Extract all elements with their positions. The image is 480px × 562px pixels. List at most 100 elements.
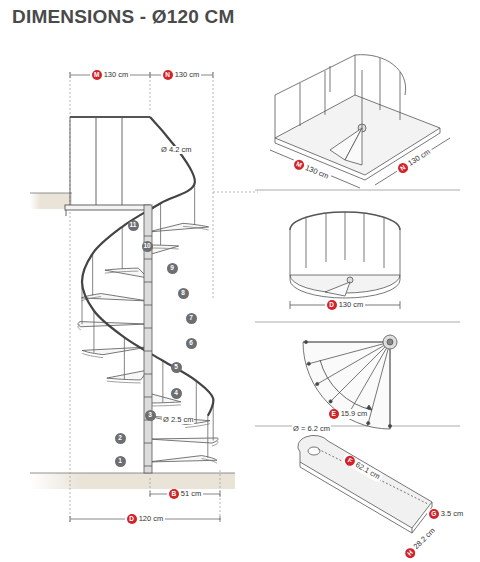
stair-tread bbox=[148, 416, 210, 424]
dimension-label: Ø 4.2 cm bbox=[160, 146, 192, 154]
callout-letter: B bbox=[169, 489, 179, 499]
dimension-text: 51 cm bbox=[181, 490, 201, 498]
stair-tread bbox=[148, 456, 217, 462]
baluster bbox=[207, 416, 208, 458]
step-number: 4 bbox=[171, 388, 182, 399]
dimension-text: 28.2 cm bbox=[412, 527, 436, 551]
step-number-text: 8 bbox=[181, 290, 185, 297]
dimension-label: Ø = 6.2 cm bbox=[292, 425, 331, 433]
guide-lines bbox=[70, 72, 258, 522]
dimension-lines bbox=[70, 72, 220, 522]
step-number: 6 bbox=[186, 338, 197, 349]
spiral-stair bbox=[78, 117, 218, 473]
pole-collar bbox=[144, 374, 152, 375]
tread-line bbox=[347, 342, 391, 417]
plan-view bbox=[303, 335, 397, 429]
step-number-text: 6 bbox=[189, 340, 193, 347]
step-number-text: 4 bbox=[174, 390, 178, 397]
dimension-text: 3.5 cm bbox=[441, 510, 464, 518]
callout-letter: D bbox=[327, 300, 337, 310]
baluster bbox=[122, 227, 123, 269]
step-number: 1 bbox=[115, 456, 126, 467]
floor-line bbox=[30, 473, 235, 474]
dimension-text: 130 cm bbox=[104, 71, 129, 79]
pole-collar bbox=[144, 443, 152, 444]
baluster-dot bbox=[329, 400, 332, 403]
pole-collar bbox=[144, 236, 152, 237]
baluster bbox=[162, 361, 163, 403]
stair-tread bbox=[81, 294, 148, 301]
pole-collar bbox=[144, 282, 152, 283]
pole-collar bbox=[144, 397, 152, 398]
tread-edge bbox=[185, 424, 210, 428]
callout-letter: N bbox=[163, 70, 173, 80]
baluster bbox=[160, 203, 161, 245]
baluster-dot bbox=[316, 382, 319, 385]
tread-edge bbox=[183, 226, 209, 230]
tread-edge bbox=[81, 297, 101, 301]
tread-line bbox=[328, 342, 390, 404]
pole-collar bbox=[144, 305, 152, 306]
step-number: 3 bbox=[145, 410, 156, 421]
pole-collar bbox=[144, 351, 152, 352]
pole-collar bbox=[144, 328, 152, 329]
baluster bbox=[124, 337, 125, 379]
step-number-text: 3 bbox=[148, 412, 152, 419]
baluster bbox=[196, 381, 197, 423]
step-number: 10 bbox=[142, 241, 153, 252]
dimension-callout: B51 cm bbox=[167, 489, 203, 499]
landing bbox=[65, 117, 150, 216]
callout-letter: D bbox=[127, 514, 137, 524]
dimension-callout: D120 cm bbox=[125, 514, 166, 524]
step-number: 5 bbox=[171, 362, 182, 373]
dimension-callout: M130 cm bbox=[290, 157, 331, 182]
tread-edge bbox=[202, 459, 217, 464]
tread-line bbox=[390, 342, 391, 429]
baluster-dot bbox=[304, 340, 307, 343]
step-number: 2 bbox=[115, 433, 126, 444]
step-number-text: 2 bbox=[118, 435, 122, 442]
step-number: 9 bbox=[167, 263, 178, 274]
tread-edge bbox=[212, 441, 218, 446]
dimension-callout: E15.9 cm bbox=[327, 409, 370, 419]
callout-letter: M bbox=[292, 158, 305, 171]
baluster-dot bbox=[307, 362, 310, 365]
tread-edge bbox=[105, 271, 138, 273]
tread-view bbox=[298, 435, 432, 533]
tread-edge bbox=[82, 353, 103, 357]
stair-tread bbox=[78, 322, 148, 327]
dimension-text: 130 cm bbox=[304, 164, 330, 181]
square-landing-view bbox=[270, 55, 450, 188]
tread-line bbox=[367, 342, 390, 426]
step-number-text: 9 bbox=[170, 265, 174, 272]
baluster bbox=[93, 311, 94, 353]
step-number: 8 bbox=[178, 288, 189, 299]
pole-collar bbox=[144, 466, 152, 467]
step-number-text: 10 bbox=[143, 243, 150, 250]
upper-floor-line bbox=[30, 193, 72, 194]
dimension-callout: D130 cm bbox=[325, 300, 366, 310]
step-number: 11 bbox=[128, 220, 139, 231]
tread-edge bbox=[107, 381, 141, 383]
stair-tread bbox=[82, 347, 148, 355]
callout-letter: E bbox=[329, 409, 339, 419]
round-landing-view bbox=[290, 212, 400, 309]
dimension-label: Ø 2.5 cm bbox=[162, 416, 194, 424]
baluster bbox=[194, 183, 195, 225]
tread-line bbox=[303, 342, 390, 343]
title: DIMENSIONS - Ø120 CM bbox=[12, 6, 235, 28]
dimension-text: 130 cm bbox=[407, 148, 432, 167]
dimension-callout: N130 cm bbox=[161, 70, 202, 80]
callout-letter: G bbox=[429, 509, 439, 519]
dimension-callout: G3.5 cm bbox=[427, 509, 466, 519]
pole-collar bbox=[144, 259, 152, 260]
tread-line bbox=[306, 342, 390, 365]
step-number-text: 5 bbox=[174, 364, 178, 371]
step-number-text: 11 bbox=[130, 222, 137, 229]
baluster-dot bbox=[388, 424, 391, 427]
baluster bbox=[92, 254, 93, 296]
step-number-text: 1 bbox=[118, 458, 122, 465]
step-number: 7 bbox=[186, 313, 197, 324]
step-number-text: 7 bbox=[189, 315, 193, 322]
